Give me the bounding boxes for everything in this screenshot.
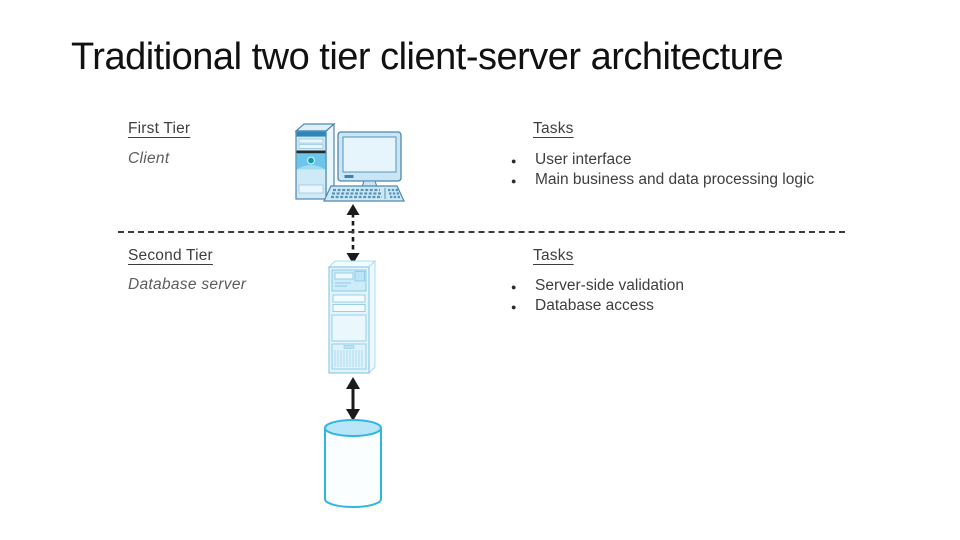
- second-tier-task-list: Server-side validation Database access: [511, 276, 684, 317]
- desktop-computer-icon: [294, 122, 405, 202]
- dashed-double-arrow-icon: [346, 204, 360, 264]
- slide-title: Traditional two tier client-server archi…: [71, 36, 784, 78]
- task-item: User interface: [511, 150, 814, 171]
- database-server-role-label: Database server: [128, 276, 247, 293]
- first-tier-task-list: User interface Main business and data pr…: [511, 150, 814, 191]
- second-tier-label: Second Tier: [128, 247, 213, 264]
- server-tower-icon: [327, 259, 377, 375]
- first-tier-tasks-heading: Tasks: [533, 120, 574, 137]
- tier-divider-line: [118, 231, 845, 233]
- second-tier-tasks-heading: Tasks: [533, 247, 574, 264]
- task-item: Database access: [511, 296, 684, 317]
- database-cylinder-icon: [324, 419, 382, 508]
- first-tier-label: First Tier: [128, 120, 191, 137]
- task-item: Main business and data processing logic: [511, 170, 814, 191]
- client-role-label: Client: [128, 150, 170, 167]
- task-item: Server-side validation: [511, 276, 684, 297]
- solid-double-arrow-icon: [346, 377, 360, 421]
